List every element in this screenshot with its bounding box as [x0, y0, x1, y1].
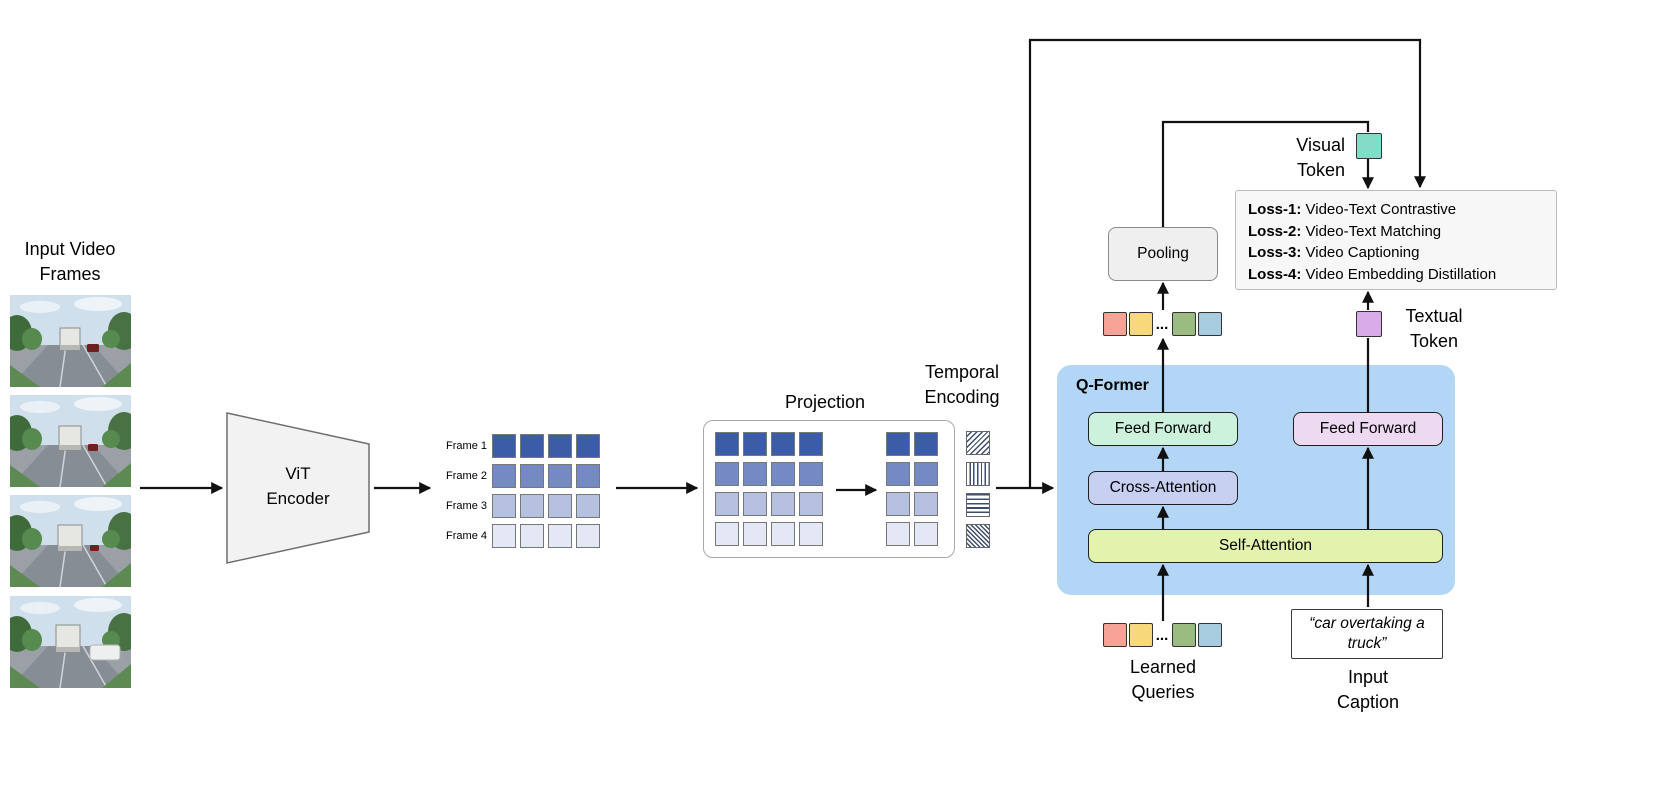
- loss-item-3: Loss-3: Video Captioning: [1248, 244, 1420, 261]
- frame2-token: [520, 464, 544, 488]
- vit-encoder: [226, 412, 370, 564]
- temporal-encoding-label: Temporal Encoding: [924, 362, 1000, 407]
- output-query-token-4: [1198, 312, 1222, 336]
- proj-in-token: [799, 462, 823, 486]
- textual-token-square: [1356, 311, 1382, 337]
- projection-label: Projection: [784, 392, 866, 412]
- frame1-token: [492, 434, 516, 458]
- frame-4-label: Frame 4: [446, 530, 487, 542]
- learned-query-ellipsis: ...: [1155, 627, 1169, 644]
- frame-3-label: Frame 3: [446, 500, 487, 512]
- learned-query-token-4: [1198, 623, 1222, 647]
- projection-box: [703, 420, 955, 558]
- vit-encoder-label: ViT Encoder: [266, 464, 330, 508]
- video-frame-4: [10, 596, 131, 688]
- proj-in-token: [799, 492, 823, 516]
- video-frame-3: [10, 495, 131, 587]
- proj-in-token: [771, 522, 795, 546]
- loss-box: Loss-1: Video-Text Contrastive Loss-2: V…: [1235, 190, 1557, 290]
- frame4-token: [520, 524, 544, 548]
- proj-in-token: [715, 522, 739, 546]
- proj-in-token: [715, 492, 739, 516]
- loss-item-4: Loss-4: Video Embedding Distillation: [1248, 265, 1497, 283]
- learned-query-token-1: [1103, 623, 1127, 647]
- proj-out-token: [886, 432, 910, 456]
- frame3-token: [520, 494, 544, 518]
- learned-query-token-3: [1172, 623, 1196, 647]
- feed-forward-right-box: Feed Forward: [1293, 412, 1443, 446]
- learned-queries-label: Learned Queries: [1129, 657, 1197, 702]
- visual-token-square: [1356, 133, 1382, 159]
- output-query-token-1: [1103, 312, 1127, 336]
- proj-in-token: [743, 492, 767, 516]
- learned-query-token-2: [1129, 623, 1153, 647]
- frame1-token: [548, 434, 572, 458]
- input-video-frames-label: Input Video Frames: [24, 239, 116, 284]
- feed-forward-left-box: Feed Forward: [1088, 412, 1238, 446]
- temporal-token-vertical: [966, 462, 990, 486]
- proj-out-token: [914, 522, 938, 546]
- visual-token-label: Visual Token: [1296, 135, 1345, 180]
- temporal-token-horizontal: [966, 493, 990, 517]
- textual-token-label: Textual Token: [1405, 306, 1463, 351]
- input-caption-label: Input Caption: [1336, 667, 1400, 712]
- pooling-box: Pooling: [1108, 227, 1218, 281]
- frame-1-label: Frame 1: [446, 440, 487, 452]
- output-query-token-2: [1129, 312, 1153, 336]
- frame2-token: [492, 464, 516, 488]
- output-query-token-3: [1172, 312, 1196, 336]
- frame3-token: [548, 494, 572, 518]
- proj-in-token: [743, 432, 767, 456]
- proj-in-token: [743, 522, 767, 546]
- proj-out-token: [886, 462, 910, 486]
- frame1-token: [520, 434, 544, 458]
- temporal-token-diagonal-dense: [966, 524, 990, 548]
- proj-in-token: [799, 522, 823, 546]
- loss-item-1: Loss-1: Video-Text Contrastive: [1248, 201, 1457, 218]
- frame4-token: [492, 524, 516, 548]
- frame4-token: [576, 524, 600, 548]
- frame3-token: [576, 494, 600, 518]
- frame2-token: [576, 464, 600, 488]
- proj-out-token: [886, 492, 910, 516]
- proj-out-token: [914, 462, 938, 486]
- loss-item-2: Loss-2: Video-Text Matching: [1248, 222, 1442, 240]
- frame1-token: [576, 434, 600, 458]
- proj-in-token: [799, 432, 823, 456]
- temporal-token-diagonal: [966, 431, 990, 455]
- proj-out-token: [914, 432, 938, 456]
- proj-in-token: [743, 462, 767, 486]
- frame2-token: [548, 464, 572, 488]
- cross-attention-box: Cross-Attention: [1088, 471, 1238, 505]
- proj-in-token: [771, 462, 795, 486]
- proj-out-token: [914, 492, 938, 516]
- proj-in-token: [715, 432, 739, 456]
- frame-2-label: Frame 2: [446, 470, 487, 482]
- proj-in-token: [715, 462, 739, 486]
- self-attention-box: Self-Attention: [1088, 529, 1443, 563]
- proj-in-token: [771, 432, 795, 456]
- proj-in-token: [771, 492, 795, 516]
- frame3-token: [492, 494, 516, 518]
- frame4-token: [548, 524, 572, 548]
- output-query-ellipsis: ...: [1155, 316, 1169, 333]
- proj-out-token: [886, 522, 910, 546]
- video-frame-2: [10, 395, 131, 487]
- video-frame-1: [10, 295, 131, 387]
- input-caption-box: “car overtaking a truck”: [1291, 609, 1443, 659]
- qformer-title: Q-Former: [1076, 377, 1149, 394]
